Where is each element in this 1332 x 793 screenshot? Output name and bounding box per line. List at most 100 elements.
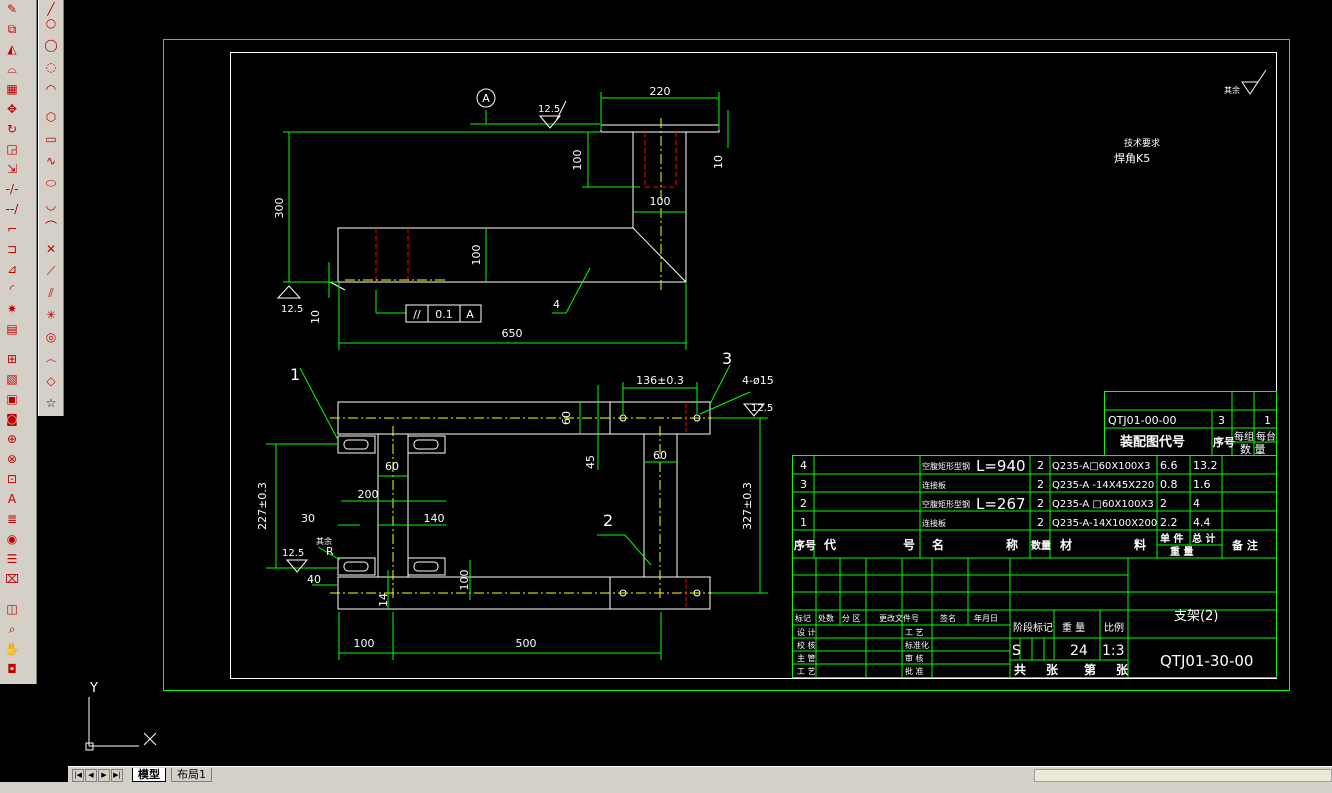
parts-list: 4 空腹矩形型钢 L=940 2 Q235-A□60X100X3 6.6 13.… — [800, 457, 1218, 529]
ellipse-arc-icon[interactable]: ◡ — [45, 198, 57, 212]
layout-tab-bar: |◀ ◀ ▶ ▶| 模型 布局1 — [68, 766, 1332, 783]
pan-icon[interactable]: ✋ — [4, 642, 20, 656]
circle-2p-icon[interactable]: ◯ — [44, 38, 58, 52]
prev-tab-icon[interactable]: ◀ — [85, 769, 97, 782]
color-icon[interactable]: ◉ — [6, 532, 18, 546]
view-icon[interactable]: ◫ — [6, 602, 18, 616]
dim-100-top: 100 — [571, 150, 584, 171]
arc-icon[interactable]: ◠ — [45, 82, 57, 96]
stage-value: S — [1012, 643, 1021, 659]
first-tab-icon[interactable]: |◀ — [72, 769, 84, 782]
explode-icon[interactable]: ✷ — [6, 302, 18, 316]
chamfer-icon[interactable]: ⊿ — [6, 262, 18, 276]
part-qty: 2 — [1037, 497, 1044, 510]
break-icon[interactable]: ⌐ — [6, 222, 18, 236]
ref-col-qty: 数 量 — [1240, 443, 1266, 456]
part-qty: 2 — [1037, 516, 1044, 529]
xline-icon[interactable]: ✕ — [45, 242, 57, 256]
dim-60-a: 60 — [560, 411, 573, 425]
stage-label: 阶段标记 — [1013, 621, 1053, 634]
scale-icon[interactable]: ◲ — [6, 142, 18, 156]
ucs-y-label: Y — [89, 681, 98, 696]
sheet-unit: 张 — [1046, 662, 1059, 677]
part-spec: L=940 — [976, 457, 1026, 475]
copy-icon[interactable]: ⧉ — [7, 22, 17, 36]
linetype-icon[interactable]: ☰ — [6, 552, 18, 566]
ellipse-icon[interactable]: ⬭ — [45, 176, 57, 190]
hatch-icon[interactable]: ▧ — [6, 372, 18, 386]
point-icon[interactable]: ⊕ — [6, 432, 18, 446]
stage-weight-label: 重 量 — [1062, 621, 1085, 634]
circle-icon[interactable]: ○ — [45, 16, 57, 30]
ucs-icon — [85, 697, 157, 751]
array-icon[interactable]: ▦ — [6, 82, 18, 96]
scale-value: 1:3 — [1102, 643, 1125, 659]
part-qty: 2 — [1037, 459, 1044, 472]
part-name: 连接板 — [922, 518, 946, 528]
insert-icon[interactable]: ◙ — [6, 412, 18, 426]
revcloud-icon[interactable]: ෴ — [45, 352, 57, 366]
next-tab-icon[interactable]: ▶ — [98, 769, 110, 782]
block-icon[interactable]: ▣ — [6, 392, 18, 406]
last-tab-icon[interactable]: ▶| — [111, 769, 123, 782]
match-icon[interactable]: ⌧ — [5, 572, 19, 586]
horizontal-scrollbar[interactable] — [1034, 769, 1332, 782]
dim-100-v: 100 — [458, 570, 471, 591]
trim-icon[interactable]: -/- — [5, 182, 19, 196]
inner-frame — [230, 52, 1277, 679]
offset-icon[interactable]: ⌓ — [7, 62, 17, 76]
tab-model[interactable]: 模型 — [132, 768, 166, 782]
layer-icon[interactable]: ≣ — [6, 512, 18, 526]
signoff-label: 标记 — [795, 613, 811, 623]
signoff-label: 审 核 — [905, 653, 924, 663]
mirror-icon[interactable]: ◭ — [7, 42, 17, 56]
ref-qty2: 1 — [1264, 414, 1271, 427]
fillet-icon[interactable]: ◜ — [9, 282, 15, 296]
star-icon[interactable]: ☆ — [45, 396, 57, 410]
part-total: 4.4 — [1193, 516, 1211, 529]
outer-frame — [163, 39, 1290, 691]
dimension-icon[interactable]: ⊞ — [6, 352, 18, 366]
diamond-icon[interactable]: ◇ — [46, 374, 56, 388]
properties-icon[interactable]: ▤ — [6, 322, 18, 336]
roughness-top: 12.5 — [538, 104, 560, 115]
multiline-icon[interactable]: ⫽ — [48, 286, 54, 300]
ray-icon[interactable]: ⟋ — [46, 264, 56, 278]
extend-icon[interactable]: --/ — [5, 202, 19, 216]
stretch-icon[interactable]: ⇲ — [6, 162, 18, 176]
header-name: 名 — [932, 537, 944, 552]
render-icon[interactable]: ◘ — [7, 662, 17, 676]
part-no: 3 — [800, 478, 807, 491]
rotate-icon[interactable]: ↻ — [6, 122, 18, 136]
snowflake-icon[interactable]: ✳ — [45, 308, 57, 322]
signoff-label: 主 管 — [797, 653, 816, 663]
table-row: 2 空腹矩形型钢 L=267 2 Q235-A □60X100X3 2 4 — [800, 495, 1200, 513]
header-code: 代 — [823, 537, 836, 552]
header-weight: 重 量 — [1170, 545, 1193, 558]
line-icon[interactable]: ╱ — [47, 2, 55, 16]
table-icon[interactable]: ⊡ — [6, 472, 18, 486]
signoff-label: 标准化 — [905, 640, 929, 650]
table-row: 3 连接板 2 Q235-A -14X45X220 0.8 1.6 — [800, 478, 1211, 491]
donut-icon[interactable]: ◎ — [45, 330, 57, 344]
move-icon[interactable]: ✥ — [6, 102, 18, 116]
join-icon[interactable]: ⊐ — [6, 242, 18, 256]
part-no: 4 — [800, 459, 807, 472]
rectangle-icon[interactable]: ▭ — [45, 132, 57, 146]
sheet-of: 第 — [1084, 662, 1096, 677]
zoom-icon[interactable]: ⌕ — [8, 622, 16, 636]
text-icon[interactable]: A — [7, 492, 17, 506]
region-icon[interactable]: ⊗ — [6, 452, 18, 466]
drawing-canvas[interactable]: A 12.5 12.5 // 0.1 A 220 100 10 100 300 … — [68, 0, 1332, 766]
spline-icon[interactable]: ∿ — [45, 154, 57, 168]
front-dimensions — [283, 92, 729, 350]
dim-200: 200 — [358, 488, 379, 501]
erase-icon[interactable]: ✎ — [6, 2, 18, 16]
header-material: 材 — [1059, 537, 1072, 552]
leader-1: 1 — [290, 365, 300, 384]
tab-layout1[interactable]: 布局1 — [171, 768, 212, 782]
signoff-label: 分 区 — [842, 614, 861, 623]
arc-3p-icon[interactable]: ⌒ — [44, 220, 57, 234]
polygon-icon[interactable]: ⬡ — [45, 110, 57, 124]
circle-3p-icon[interactable]: ◌ — [45, 60, 57, 74]
